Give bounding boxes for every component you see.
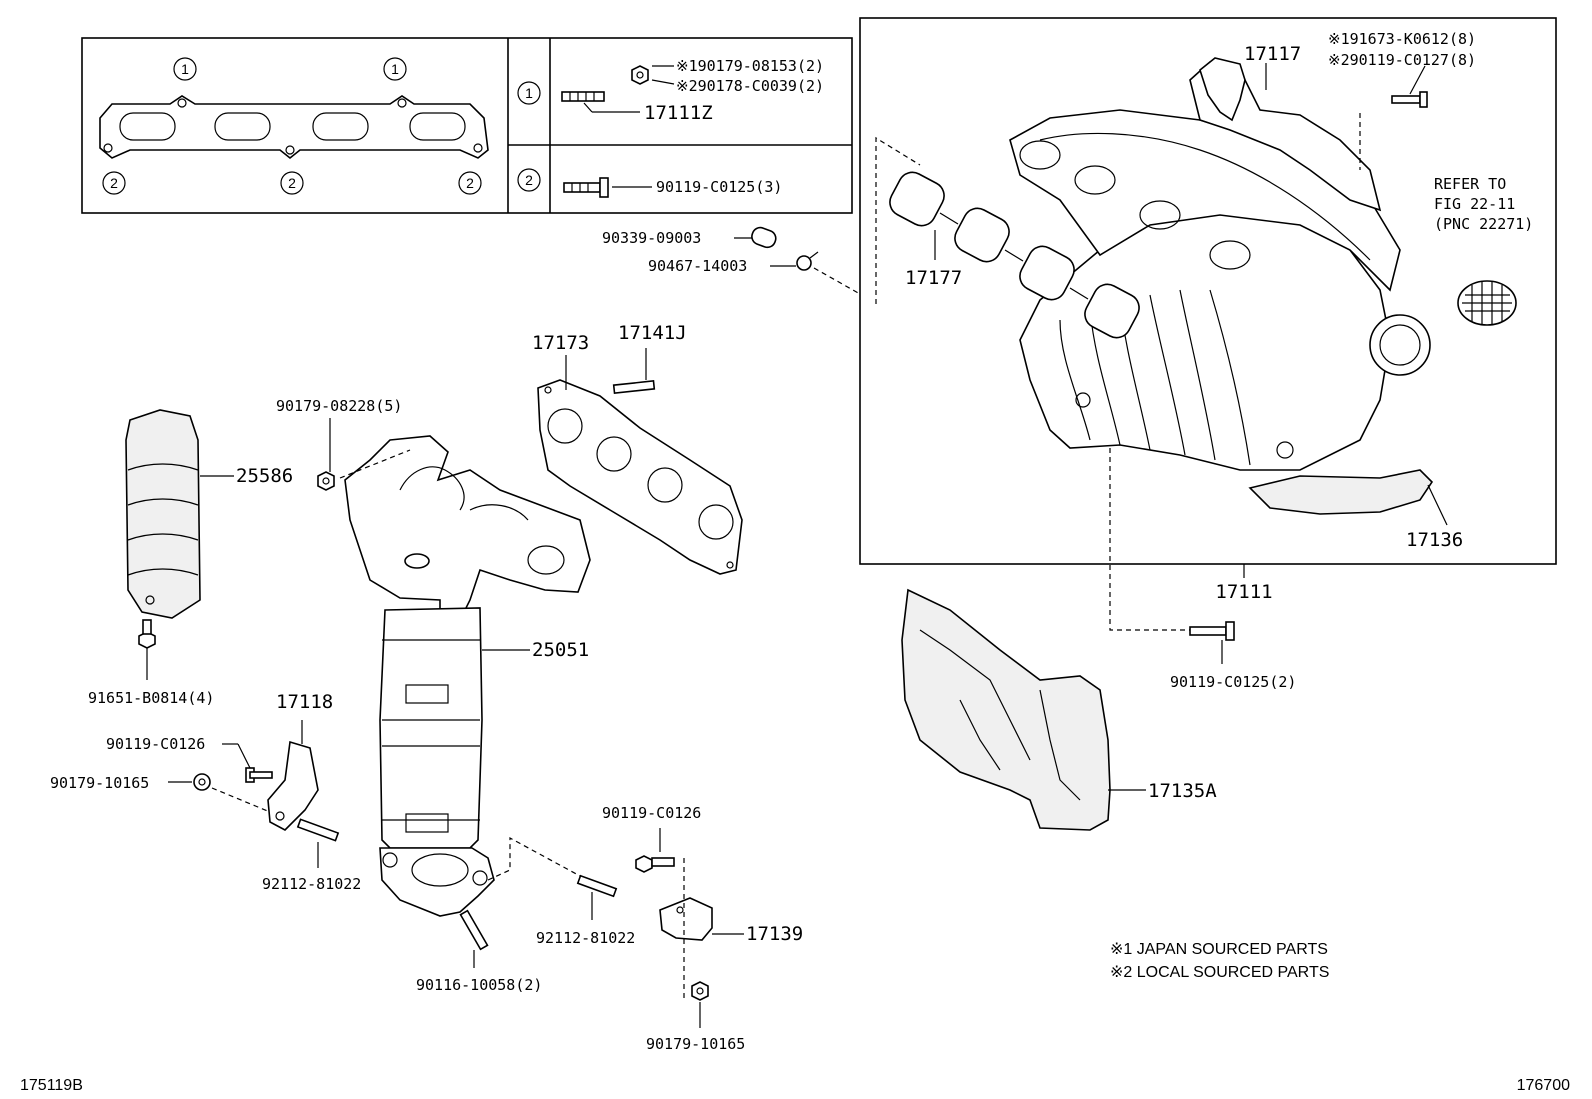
hose-90339-09003-icon [751,226,777,249]
heat-insulator-17136-drawing [1248,469,1434,515]
legend-table: 1 1 2 2 2 1 2 [81,37,853,214]
nut-icon [631,65,649,85]
bracket-17139-drawing [659,897,713,941]
note-japan-sourced: ※1 JAPAN SOURCED PARTS [1110,941,1328,958]
stud-92112-81022-a-icon [296,818,340,842]
callout-17111: 17111 [1215,581,1272,603]
exhaust-manifold-gasket-drawing [99,95,489,160]
callout-17117: 17117 [1244,43,1301,65]
legend-row-1-index: 1 [517,81,541,105]
heat-insulator-17135A-drawing [901,588,1111,831]
callout-290119-C0127: ※290119-C0127(8) [1328,51,1476,69]
callout-90116-10058: 90116-10058(2) [416,976,542,994]
callout-191673-K0612: ※191673-K0612(8) [1328,30,1476,48]
footer-right-code: 176700 [1517,1077,1570,1094]
callout-17173: 17173 [532,332,589,354]
callout-90119-C0126-b: 90119-C0126 [602,804,701,822]
callout-90339-09003: 90339-09003 [602,229,701,247]
note-local-sourced: ※2 LOCAL SOURCED PARTS [1110,964,1329,981]
callout-92112-81022-a: 92112-81022 [262,875,361,893]
legend-part-17111Z: 17111Z [644,102,713,124]
callout-17177: 17177 [905,267,962,289]
callout-90467-14003: 90467-14003 [648,257,747,275]
bracket-17118-drawing [267,740,319,831]
callout-17136: 17136 [1406,529,1463,551]
callout-25586: 25586 [236,465,293,487]
legend-row-2-index: 2 [517,168,541,192]
exhaust-gasket-17173-drawing [537,379,743,575]
svg-text:1: 1 [525,85,533,101]
svg-text:1: 1 [181,61,189,77]
gasket-mark-top-1: 1 [173,57,197,81]
stud-bolt-icon [561,91,605,102]
legend-part-190179-08153: ※190179-08153(2) [676,57,824,75]
callout-91651-B0814: 91651-B0814(4) [88,689,214,707]
intake-gasket-17177-drawing [889,171,1140,339]
legend-part-90119-C0125-3: 90119-C0125(3) [656,178,782,196]
refer-to-line-3: (PNC 22271) [1434,215,1533,233]
exhaust-manifold-25051-drawing [344,435,591,917]
callout-17118: 17118 [276,691,333,713]
callout-90179-10165-b: 90179-10165 [646,1035,745,1053]
bolt-90119-C0127-icon [1391,91,1428,108]
stud-90116-10058-icon [459,909,489,951]
intake-manifold-group: ※191673-K0612(8) ※290119-C0127(8) 17117 … [859,17,1557,631]
refer-to-line-1: REFER TO [1434,175,1506,193]
svg-text:2: 2 [110,175,118,191]
callout-90119-C0126-a: 90119-C0126 [106,735,205,753]
legend-part-290178-C0039: ※290178-C0039(2) [676,77,824,95]
stud-17141J-icon [612,380,656,394]
gasket-mark-bottom-2: 2 [280,171,304,195]
nut-90179-10165-a-icon [193,773,211,791]
bolt-90119-C0125-2-icon [1189,621,1235,641]
callout-17141J: 17141J [618,322,687,344]
svg-text:2: 2 [288,175,296,191]
gasket-mark-top-2: 1 [383,57,407,81]
callout-17135A: 17135A [1148,780,1217,802]
svg-text:2: 2 [525,172,533,188]
svg-text:1: 1 [391,61,399,77]
gasket-mark-bottom-1: 2 [102,171,126,195]
callout-90179-08228: 90179-08228(5) [276,397,402,415]
bolt-90119-C0126-b-icon [635,855,675,873]
footer-left-code: 175119B [20,1077,83,1094]
clip-90467-14003-icon [796,251,819,271]
mesh-filter-icon [1457,280,1517,326]
svg-text:2: 2 [466,175,474,191]
bolt-91651-B0814-icon [138,619,156,649]
callout-90119-C0125-2: 90119-C0125(2) [1170,673,1296,691]
flange-bolt-icon [563,177,609,198]
callout-17139: 17139 [746,923,803,945]
nut-90179-10165-b-icon [691,981,709,1001]
callout-92112-81022-b: 92112-81022 [536,929,635,947]
stud-92112-81022-b-icon [576,874,618,898]
heat-insulator-25586-drawing [125,409,201,619]
callout-90179-10165-a: 90179-10165 [50,774,149,792]
gasket-mark-bottom-3: 2 [458,171,482,195]
nut-90179-08228-icon [317,471,335,491]
refer-to-line-2: FIG 22-11 [1434,195,1515,213]
bolt-90119-C0126-a-icon [245,767,273,783]
callout-25051: 25051 [532,639,589,661]
bracket-17117-drawing [1199,57,1246,122]
intake-manifold-drawing [1009,61,1431,471]
